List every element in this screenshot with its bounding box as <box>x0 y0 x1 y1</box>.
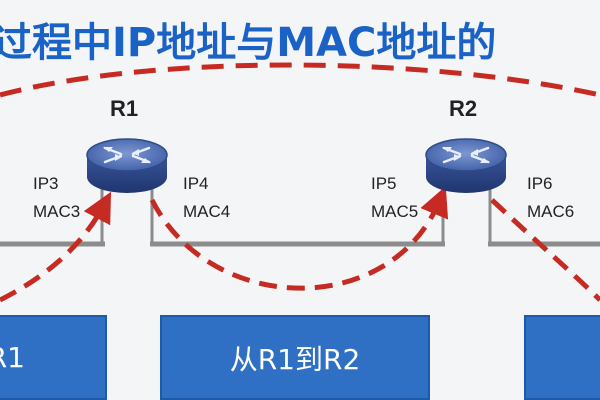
ip5-label: IP5 <box>371 174 397 193</box>
segment-box-center-label: 从R1到R2 <box>229 342 361 376</box>
router-r2-label: R2 <box>449 96 478 121</box>
segment-box-center: 从R1到R2 <box>160 315 430 400</box>
segment-box-left: R1 <box>0 315 107 400</box>
router-r1-label: R1 <box>110 96 139 121</box>
mac3-label: MAC3 <box>33 202 81 221</box>
segment-box-left-label: R1 <box>0 341 25 374</box>
slide-title: 过程中IP地址与MAC地址的 <box>0 20 497 66</box>
ip4-label: IP4 <box>183 174 209 193</box>
mac5-label: MAC5 <box>371 202 419 221</box>
path-arc-out-r2 <box>490 198 600 302</box>
router-icon <box>425 138 507 193</box>
ip3-label: IP3 <box>33 174 59 193</box>
mac6-label: MAC6 <box>527 202 575 221</box>
path-arc-top <box>0 62 600 98</box>
ip6-label: IP6 <box>527 174 553 193</box>
path-arc-r1-to-r2 <box>149 186 449 291</box>
segment-box-right <box>524 315 600 400</box>
mac4-label: MAC4 <box>183 202 231 221</box>
path-arc-into-r1 <box>0 191 112 303</box>
router-icon <box>86 138 168 193</box>
